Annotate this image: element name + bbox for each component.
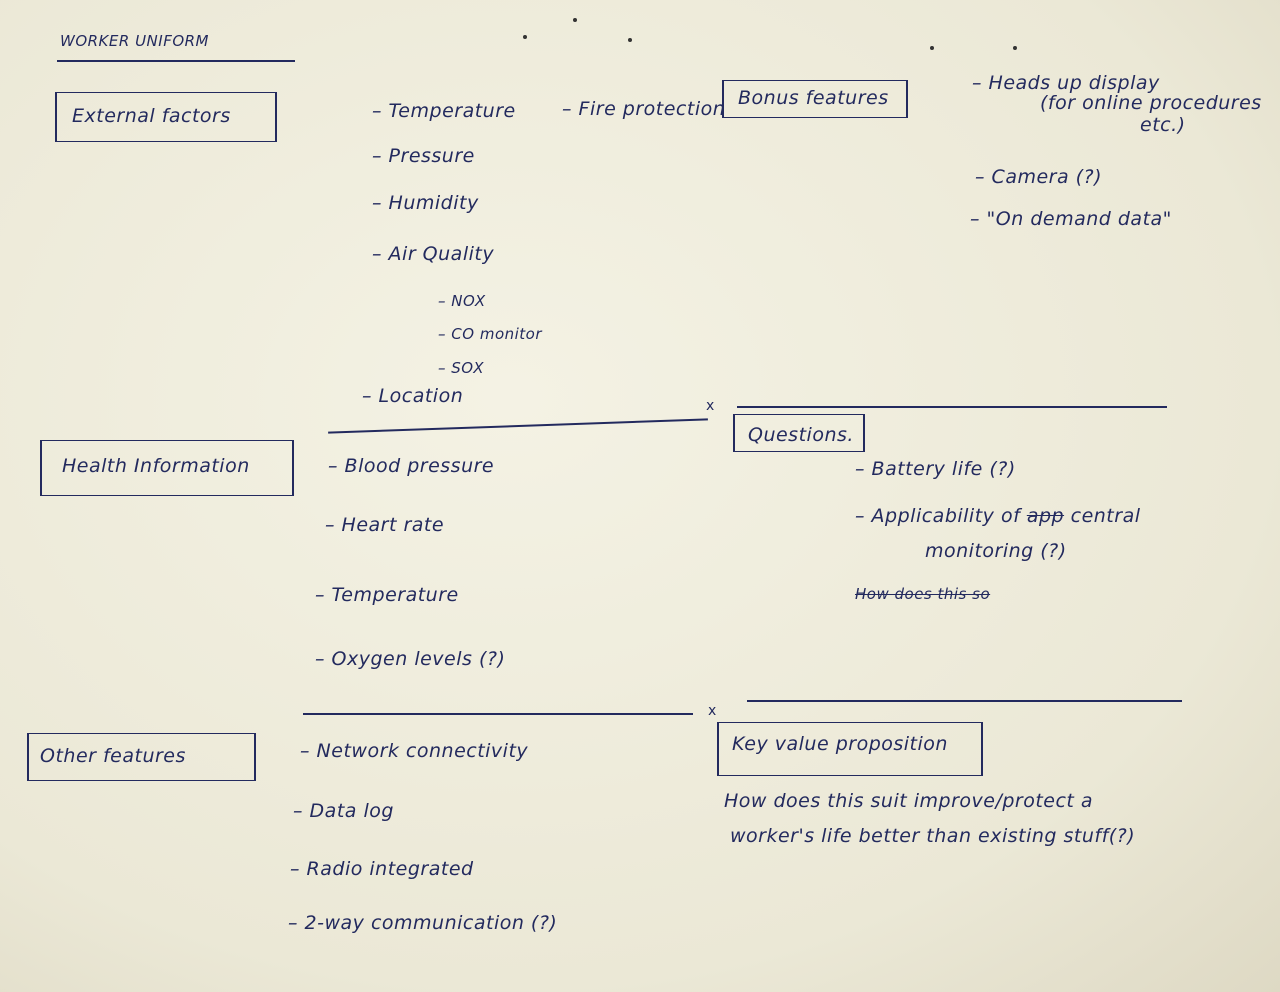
bonus-features-box xyxy=(722,80,908,118)
bonus-item: – Heads up display xyxy=(972,72,1160,94)
pin-hole xyxy=(628,38,632,42)
external-item: – Humidity xyxy=(372,192,479,214)
title-underline xyxy=(57,60,295,62)
health-item: – Oxygen levels (?) xyxy=(315,648,506,670)
external-factors-heading: External factors xyxy=(72,105,231,127)
air-sub-item: – SOX xyxy=(438,359,484,377)
bonus-features-heading: Bonus features xyxy=(738,87,889,109)
divider xyxy=(747,700,1182,702)
external-item: – Air Quality xyxy=(372,243,495,265)
questions-heading: Questions. xyxy=(748,424,854,446)
struck-question: How does this so xyxy=(855,585,991,603)
other-features-heading: Other features xyxy=(40,745,186,767)
other-item: – Network connectivity xyxy=(300,740,529,762)
cross-mark: x xyxy=(708,703,717,719)
external-item: – Pressure xyxy=(372,145,475,167)
other-item: – 2-way communication (?) xyxy=(288,912,558,934)
pin-hole xyxy=(1013,46,1017,50)
question-item: – Applicability of app central xyxy=(855,505,1141,527)
health-item: – Blood pressure xyxy=(328,455,495,477)
divider xyxy=(303,713,693,715)
kvp-heading: Key value proposition xyxy=(732,733,948,755)
kvp-box xyxy=(717,722,983,776)
kvp-line: worker's life better than existing stuff… xyxy=(730,825,1136,847)
cross-mark: x xyxy=(706,398,715,414)
bonus-item: – Camera (?) xyxy=(975,166,1103,188)
question-item-cont: monitoring (?) xyxy=(925,540,1067,562)
question-item: – Battery life (?) xyxy=(855,458,1016,480)
other-features-box xyxy=(27,733,256,781)
pin-hole xyxy=(573,18,577,22)
health-info-box xyxy=(40,440,294,496)
external-item: – Location xyxy=(362,385,464,407)
health-item: – Heart rate xyxy=(325,514,445,536)
pin-hole xyxy=(930,46,934,50)
air-sub-item: – CO monitor xyxy=(438,325,543,343)
bonus-item: – "On demand data" xyxy=(970,208,1172,230)
pin-hole xyxy=(523,35,527,39)
page-title: WORKER UNIFORM xyxy=(60,32,209,50)
health-info-heading: Health Information xyxy=(62,455,250,477)
bonus-item-cont: (for online procedures xyxy=(1040,92,1262,114)
air-sub-item: – NOX xyxy=(438,292,486,310)
kvp-line: How does this suit improve/protect a xyxy=(724,790,1094,812)
questions-box xyxy=(733,414,865,452)
other-item: – Data log xyxy=(293,800,394,822)
health-item: – Temperature xyxy=(315,584,459,606)
divider xyxy=(737,406,1167,408)
bonus-item-cont: etc.) xyxy=(1140,114,1186,136)
fire-protection: – Fire protection xyxy=(562,98,726,120)
other-item: – Radio integrated xyxy=(290,858,474,880)
external-item: – Temperature xyxy=(372,100,516,122)
external-factors-box xyxy=(55,92,277,142)
divider xyxy=(328,418,708,434)
